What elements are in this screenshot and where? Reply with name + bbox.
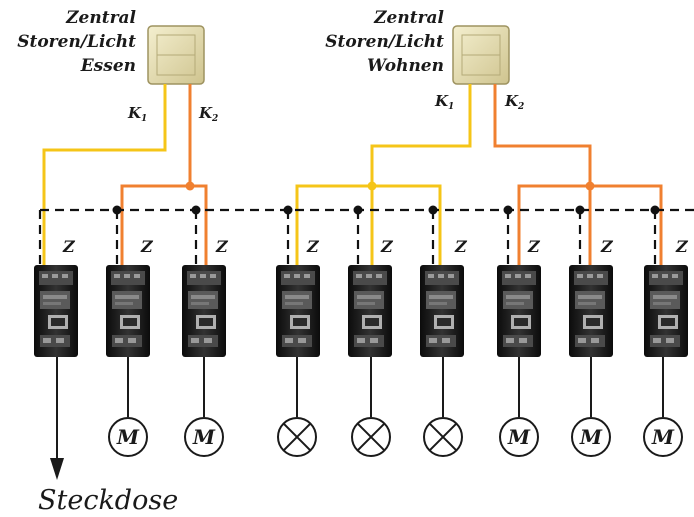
- motor-1-label: M: [116, 425, 140, 449]
- steckdose-arrow: [50, 357, 64, 480]
- z-label-6: Z: [454, 237, 468, 256]
- relay-module-2: [106, 265, 150, 357]
- wire-essen-k1-yellow: [42, 84, 167, 265]
- panel-wohnen: [452, 25, 510, 85]
- k1-label-essen: K1: [127, 104, 147, 124]
- z-label-7: Z: [527, 237, 541, 256]
- relay-module-8: [569, 265, 613, 357]
- relay-module-5: [348, 265, 392, 357]
- motor-5-label: M: [651, 425, 675, 449]
- relay-module-4: [276, 265, 320, 357]
- lamp-icon-1: [277, 417, 317, 457]
- lamp-icon-3: [423, 417, 463, 457]
- z-label-8: Z: [600, 237, 614, 256]
- z-label-5: Z: [380, 237, 394, 256]
- relay-module-1: [34, 265, 78, 357]
- z-label-1: Z: [62, 237, 76, 256]
- panel-wohnen-line-2: Storen/Licht: [325, 32, 444, 52]
- bus-junctions: [112, 205, 660, 215]
- motor-4-label: M: [579, 425, 603, 449]
- panel-essen: [147, 25, 205, 85]
- relay-module-9: [644, 265, 688, 357]
- z-label-4: Z: [306, 237, 320, 256]
- z-label-9: Z: [675, 237, 689, 256]
- junction-wohnen-orange: [585, 181, 595, 191]
- k2-label-essen: K2: [198, 104, 218, 124]
- k1-label-wohnen: K1: [434, 92, 454, 112]
- relay-module-7: [497, 265, 541, 357]
- z-label-3: Z: [215, 237, 229, 256]
- motor-3-label: M: [507, 425, 531, 449]
- motor-3: M: [499, 417, 539, 457]
- panel-wohnen-line-1: Zentral: [373, 8, 444, 28]
- motor-2-label: M: [192, 425, 216, 449]
- panel-wohnen-line-3: Wohnen: [367, 56, 444, 76]
- junction-wohnen-yellow: [367, 181, 377, 191]
- z-label-2: Z: [140, 237, 154, 256]
- steckdose-label: Steckdose: [38, 485, 178, 516]
- relay-module-6: [420, 265, 464, 357]
- junction-essen-orange: [185, 181, 195, 191]
- panel-essen-line-1: Zentral: [65, 8, 136, 28]
- k2-label-wohnen: K2: [504, 92, 524, 112]
- motor-4: M: [571, 417, 611, 457]
- central-bus: [38, 208, 694, 268]
- motor-1: M: [108, 417, 148, 457]
- motor-2: M: [184, 417, 224, 457]
- lamp-icon-2: [351, 417, 391, 457]
- motor-5: M: [643, 417, 683, 457]
- wire-essen-k2-orange: [120, 84, 208, 265]
- output-leads: [127, 357, 664, 417]
- panel-essen-line-3: Essen: [80, 56, 136, 76]
- panel-essen-line-2: Storen/Licht: [17, 32, 136, 52]
- relay-module-3: [182, 265, 226, 357]
